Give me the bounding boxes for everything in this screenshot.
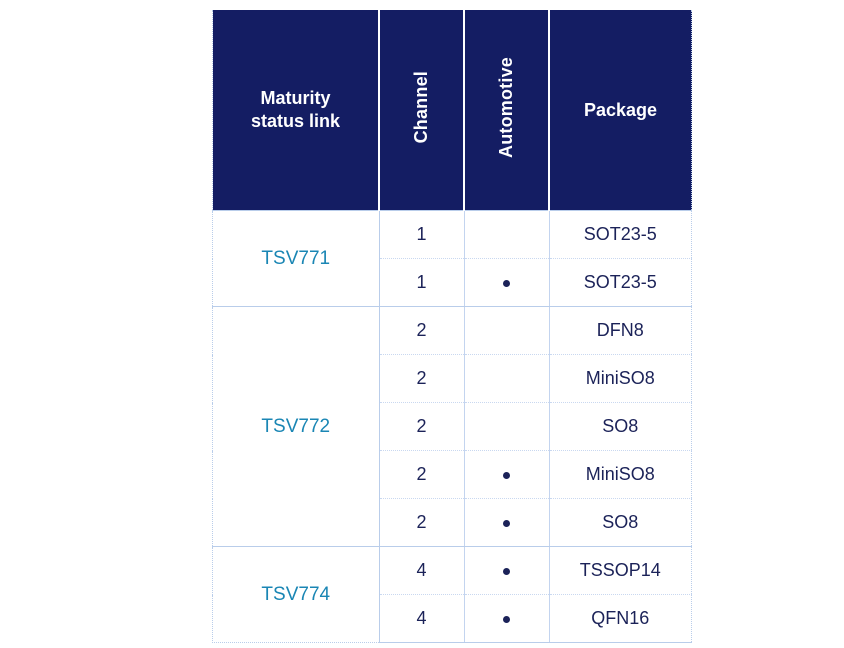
- channel-cell: 2: [379, 354, 465, 403]
- bullet-dot-icon: [503, 471, 510, 479]
- table-row: 2 SO8: [213, 402, 692, 451]
- table-header: Maturity status link Channel Automotive …: [212, 10, 692, 211]
- channel-cell: 2: [379, 306, 465, 355]
- maturity-status-cell: TSV772: [212, 306, 380, 547]
- automotive-cell: [464, 258, 550, 307]
- maturity-status-link-tsv774[interactable]: TSV774: [261, 583, 331, 605]
- channel-cell: 2: [379, 450, 465, 499]
- table-row: 2 MiniSO8: [213, 450, 692, 499]
- column-header-channel: Channel: [379, 10, 465, 211]
- maturity-status-cell: TSV774: [212, 546, 380, 643]
- channel-cell: 4: [379, 594, 465, 643]
- package-cell: SOT23-5: [549, 210, 692, 259]
- channel-cell: 2: [379, 498, 465, 547]
- bullet-dot-icon: [503, 615, 510, 623]
- maturity-status-link-tsv771[interactable]: TSV771: [261, 247, 331, 269]
- table-row: 2 SO8: [213, 498, 692, 547]
- automotive-cell: [464, 210, 550, 259]
- package-cell: SO8: [549, 498, 692, 547]
- channel-cell: 2: [379, 402, 465, 451]
- table-row: TSV772 2 DFN8: [212, 306, 692, 547]
- package-cell: DFN8: [549, 306, 692, 355]
- column-header-package-label: Package: [583, 99, 658, 120]
- bullet-dot-icon: [503, 519, 510, 527]
- automotive-cell: [464, 450, 550, 499]
- column-header-maturity-line1: Maturity: [260, 87, 331, 108]
- table-row: TSV774 4 TSSOP14: [212, 546, 692, 643]
- channel-cell: 1: [379, 210, 465, 259]
- package-cell: SO8: [549, 402, 692, 451]
- package-cell: QFN16: [549, 594, 692, 643]
- automotive-cell: [464, 306, 550, 355]
- bullet-dot-icon: [503, 279, 510, 287]
- product-selection-table-container: Maturity status link Channel Automotive …: [212, 10, 692, 643]
- column-header-channel-label: Channel: [411, 71, 431, 144]
- product-selection-table: Maturity status link Channel Automotive …: [212, 10, 692, 643]
- table-row: 4 QFN16: [213, 594, 692, 643]
- column-header-automotive-label: Automotive: [496, 57, 516, 158]
- column-header-maturity-status-link: Maturity status link: [212, 10, 380, 211]
- automotive-cell: [464, 354, 550, 403]
- automotive-cell: [464, 594, 550, 643]
- bullet-dot-icon: [503, 567, 510, 575]
- package-cell: TSSOP14: [549, 546, 692, 595]
- column-header-automotive: Automotive: [464, 10, 550, 211]
- column-header-maturity-line2: status link: [250, 111, 341, 131]
- table-row: 2 MiniSO8: [213, 354, 692, 403]
- channel-cell: 1: [379, 258, 465, 307]
- package-cell: MiniSO8: [549, 354, 692, 403]
- package-cell: SOT23-5: [549, 258, 692, 307]
- automotive-cell: [464, 546, 550, 595]
- maturity-status-cell: TSV771: [212, 210, 380, 307]
- table-header-row: Maturity status link Channel Automotive …: [212, 10, 692, 211]
- package-cell: MiniSO8: [549, 450, 692, 499]
- channel-cell: 4: [379, 546, 465, 595]
- automotive-cell: [464, 498, 550, 547]
- table-row: 1 SOT23-5: [213, 258, 692, 307]
- column-header-package: Package: [549, 10, 692, 211]
- maturity-status-link-tsv772[interactable]: TSV772: [261, 415, 331, 437]
- automotive-cell: [464, 402, 550, 451]
